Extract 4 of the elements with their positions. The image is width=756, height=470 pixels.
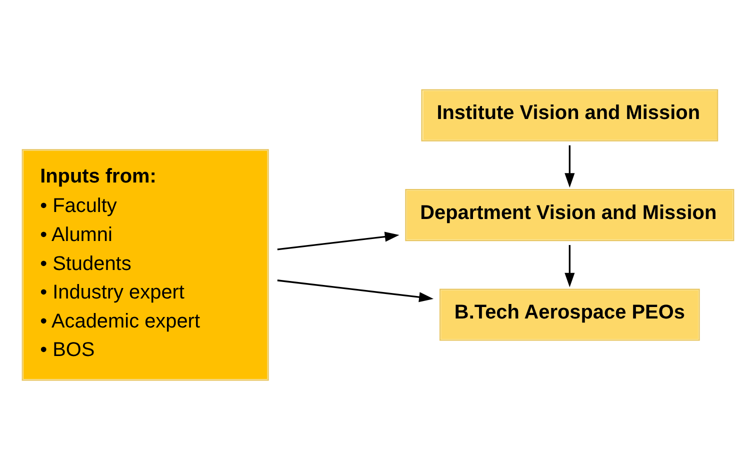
arrow: [277, 280, 434, 302]
arrow: [564, 245, 575, 288]
arrow: [564, 145, 575, 188]
arrow: [277, 232, 400, 250]
